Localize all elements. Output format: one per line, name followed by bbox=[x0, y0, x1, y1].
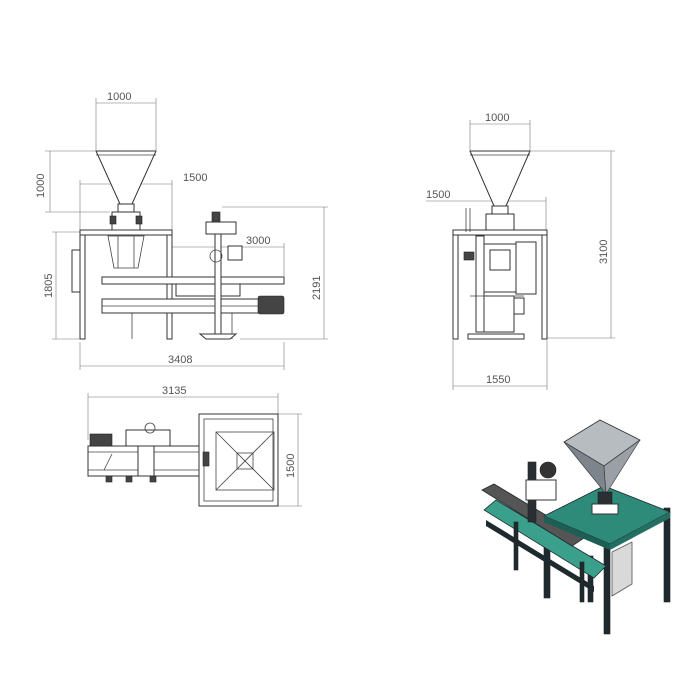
side-dim-hopper-width: 1000 bbox=[485, 112, 509, 124]
front-dim-hopper-height: 1000 bbox=[35, 174, 47, 198]
front-dim-frame-height: 1805 bbox=[43, 274, 55, 298]
front-dim-total-length: 3408 bbox=[168, 354, 192, 366]
side-dim-frame-width: 1500 bbox=[426, 189, 450, 201]
side-view: 1000 1500 3100 1550 bbox=[426, 112, 615, 390]
frame-top bbox=[79, 229, 173, 236]
side-dim-base-width: 1550 bbox=[486, 374, 510, 386]
conveyor-upper bbox=[101, 276, 285, 285]
front-dim-hopper-width: 1000 bbox=[107, 91, 131, 103]
top-dim-width: 1500 bbox=[285, 454, 297, 478]
top-table bbox=[198, 413, 279, 507]
side-hopper bbox=[469, 150, 531, 207]
top-view: 3135 1500 bbox=[87, 385, 302, 507]
iso-cabinet bbox=[611, 541, 633, 597]
top-hopper bbox=[215, 431, 275, 491]
front-dim-conveyor-length: 3000 bbox=[246, 235, 270, 247]
sewing-column bbox=[214, 229, 222, 335]
front-dim-total-height: 2191 bbox=[311, 276, 323, 300]
isometric-view bbox=[481, 419, 671, 635]
side-frame-top bbox=[452, 229, 548, 236]
front-dim-frame-width: 1500 bbox=[183, 172, 207, 184]
hopper-neck bbox=[117, 203, 135, 213]
top-dim-total-length: 3135 bbox=[162, 385, 186, 397]
hopper bbox=[95, 150, 157, 205]
iso-hopper bbox=[563, 419, 641, 467]
iso-conveyor bbox=[483, 499, 607, 579]
frame-leg-right bbox=[166, 234, 173, 340]
front-view: 1000 1000 1500 3000 2191 1805 3408 bbox=[35, 91, 328, 370]
frame-leg-left bbox=[79, 234, 86, 340]
side-dim-total-height: 3100 bbox=[598, 240, 610, 264]
